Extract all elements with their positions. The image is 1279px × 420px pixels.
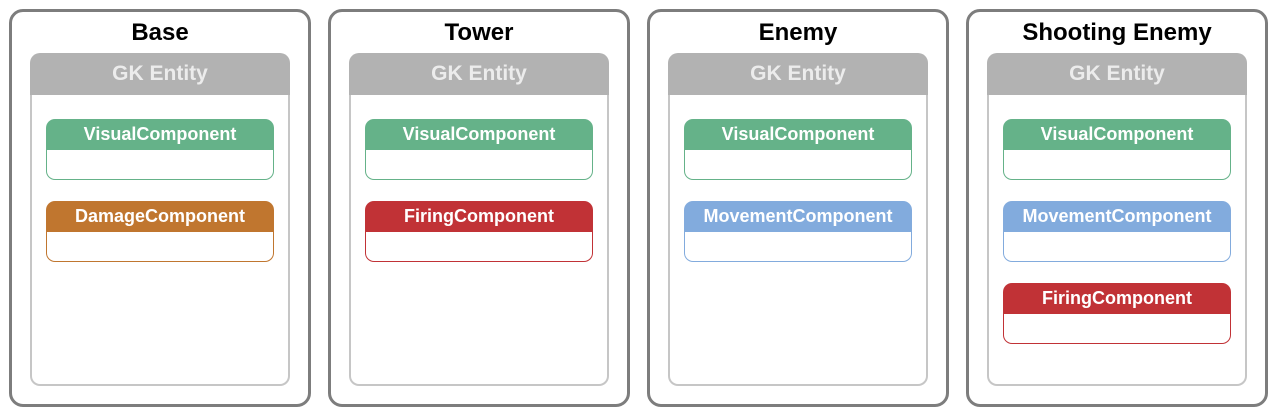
component-label: VisualComponent xyxy=(1003,119,1231,150)
component-box-damagecomponent: DamageComponent xyxy=(46,201,274,262)
component-box-visualcomponent: VisualComponent xyxy=(46,119,274,180)
card-title: Shooting Enemy xyxy=(1022,18,1212,46)
component-body xyxy=(1003,232,1231,262)
gk-entity-body: VisualComponent DamageComponent xyxy=(30,95,290,386)
component-label: FiringComponent xyxy=(1003,283,1231,314)
gk-entity-body: VisualComponent MovementComponent xyxy=(668,95,928,386)
component-label: VisualComponent xyxy=(46,119,274,150)
entity-card-tower: Tower GK Entity VisualComponent FiringCo… xyxy=(328,9,630,407)
card-title: Enemy xyxy=(758,18,838,46)
component-box-movementcomponent: MovementComponent xyxy=(1003,201,1231,262)
component-body xyxy=(365,150,593,180)
component-box-firingcomponent: FiringComponent xyxy=(1003,283,1231,344)
component-label: FiringComponent xyxy=(365,201,593,232)
gk-entity-box: GK Entity VisualComponent MovementCompon… xyxy=(987,53,1247,386)
entity-card-row: Base GK Entity VisualComponent DamageCom… xyxy=(9,9,1268,407)
entity-card-enemy: Enemy GK Entity VisualComponent Movement… xyxy=(647,9,949,407)
gk-entity-box: GK Entity VisualComponent MovementCompon… xyxy=(668,53,928,386)
card-title: Base xyxy=(131,18,189,46)
component-body xyxy=(684,232,912,262)
component-body xyxy=(684,150,912,180)
entity-card-base: Base GK Entity VisualComponent DamageCom… xyxy=(9,9,311,407)
component-body xyxy=(1003,314,1231,344)
component-label: VisualComponent xyxy=(365,119,593,150)
component-box-visualcomponent: VisualComponent xyxy=(365,119,593,180)
component-body xyxy=(46,232,274,262)
gk-entity-box: GK Entity VisualComponent DamageComponen… xyxy=(30,53,290,386)
component-body xyxy=(1003,150,1231,180)
component-body xyxy=(46,150,274,180)
gk-entity-header: GK Entity xyxy=(668,53,928,95)
component-label: VisualComponent xyxy=(684,119,912,150)
component-box-movementcomponent: MovementComponent xyxy=(684,201,912,262)
gk-entity-header: GK Entity xyxy=(30,53,290,95)
component-box-visualcomponent: VisualComponent xyxy=(1003,119,1231,180)
component-label: MovementComponent xyxy=(1003,201,1231,232)
gk-entity-box: GK Entity VisualComponent FiringComponen… xyxy=(349,53,609,386)
component-label: DamageComponent xyxy=(46,201,274,232)
component-label: MovementComponent xyxy=(684,201,912,232)
component-body xyxy=(365,232,593,262)
entity-card-shooting-enemy: Shooting Enemy GK Entity VisualComponent… xyxy=(966,9,1268,407)
component-box-firingcomponent: FiringComponent xyxy=(365,201,593,262)
gk-entity-header: GK Entity xyxy=(987,53,1247,95)
component-box-visualcomponent: VisualComponent xyxy=(684,119,912,180)
gk-entity-body: VisualComponent MovementComponent Firing… xyxy=(987,95,1247,386)
gk-entity-header: GK Entity xyxy=(349,53,609,95)
card-title: Tower xyxy=(444,18,514,46)
gk-entity-body: VisualComponent FiringComponent xyxy=(349,95,609,386)
